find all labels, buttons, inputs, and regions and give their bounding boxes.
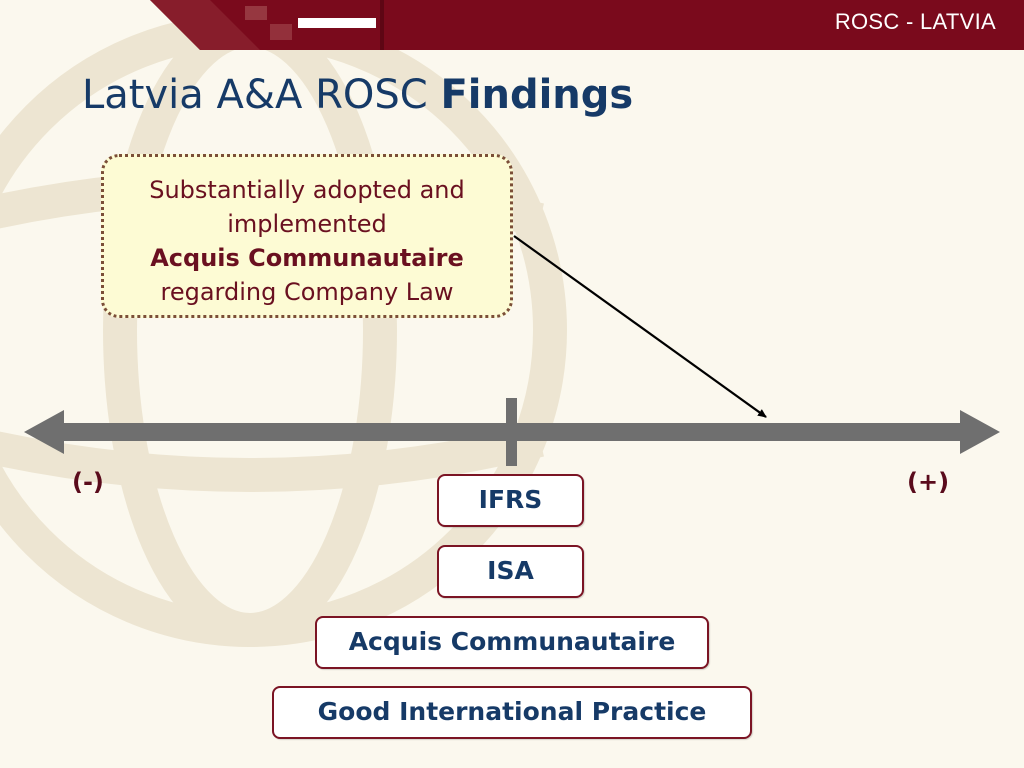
callout-line-3: Acquis Communautaire	[150, 244, 464, 272]
axis-left-arrowhead	[24, 410, 64, 454]
axis-right-arrowhead	[960, 410, 1000, 454]
pointer-arrow	[513, 235, 767, 418]
axis-center-tick	[506, 398, 517, 466]
scale-positive-label: (+)	[907, 468, 950, 496]
stack-box-isa: ISA	[437, 545, 584, 598]
stack-box-good-international-practice: Good International Practice	[272, 686, 752, 739]
scale-negative-label: (-)	[72, 468, 104, 496]
page-title: Latvia A&A ROSC Findings	[82, 72, 633, 118]
callout-line-4: regarding Company Law	[160, 278, 454, 306]
callout-line-2: implemented	[227, 210, 387, 238]
stack-box-ifrs: IFRS	[437, 474, 584, 527]
header-band	[150, 0, 1024, 50]
title-regular: Latvia A&A ROSC	[82, 72, 441, 118]
stack-box-acquis-communautaire: Acquis Communautaire	[315, 616, 709, 669]
callout-box: Substantially adopted and implemented Ac…	[101, 154, 513, 318]
title-bold: Findings	[440, 72, 634, 118]
callout-line-1: Substantially adopted and	[149, 176, 465, 204]
header-label: ROSC - LATVIA	[834, 9, 996, 34]
